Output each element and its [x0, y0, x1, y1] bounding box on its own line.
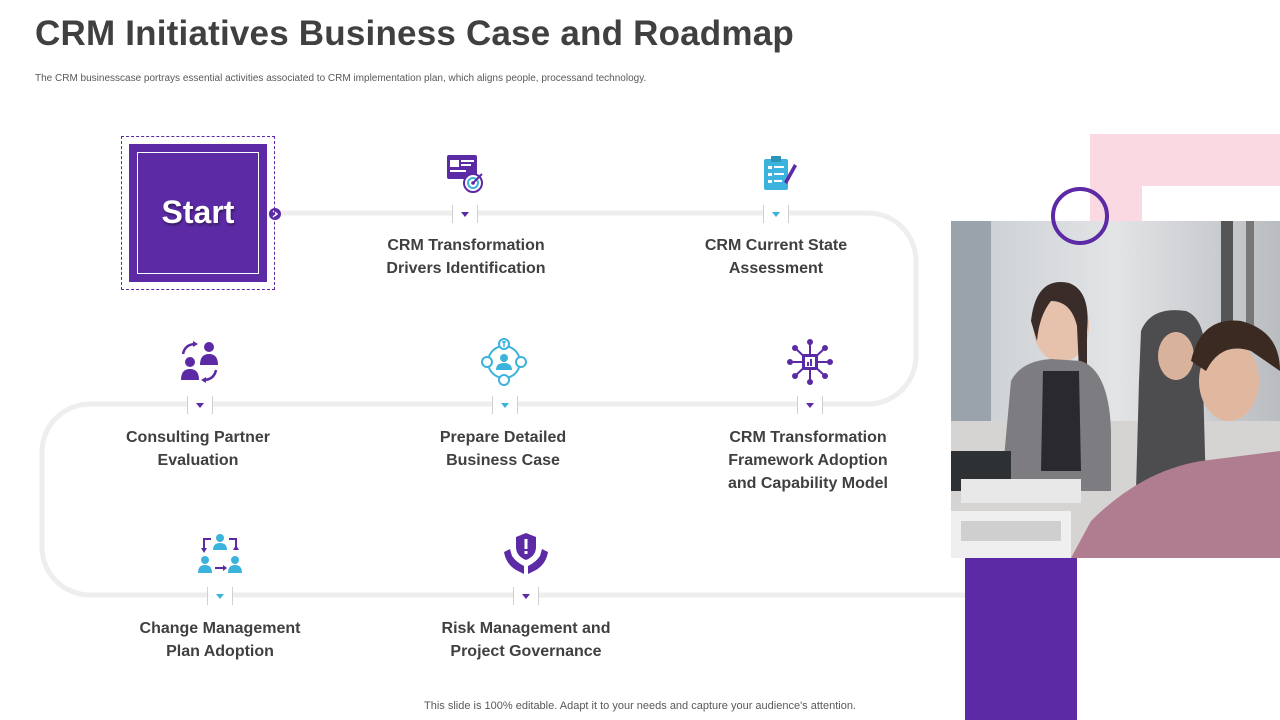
step-marker-change-management [207, 587, 233, 605]
footer-note: This slide is 100% editable. Adapt it to… [424, 700, 856, 712]
step-label-framework: CRM Transformation Framework Adoption an… [727, 429, 888, 492]
step-label-consulting: Consulting Partner Evaluation [125, 429, 270, 469]
shield-hands-icon [504, 533, 548, 574]
step-label-risk-management: Risk Management and Project Governance [441, 620, 611, 660]
checklist-clipboard-icon [764, 156, 797, 190]
track-start-dot [269, 208, 281, 220]
step-marker-drivers [452, 205, 478, 223]
presentation-target-icon [447, 155, 483, 193]
start-inner-border [137, 152, 259, 274]
step-marker-consulting [187, 396, 213, 414]
business-cycle-icon [481, 338, 527, 386]
step-marker-current-state [763, 205, 789, 223]
step-label-drivers: CRM Transformation Drivers Identificatio… [386, 237, 546, 277]
step-label-change-management: Change Management Plan Adoption [139, 620, 301, 660]
user-exchange-icon [181, 341, 218, 383]
step-marker-business-case [492, 396, 518, 414]
purple-accent-block [965, 540, 1077, 720]
page-subtitle: The CRM businesscase portrays essential … [35, 73, 647, 84]
office-photo [951, 221, 1280, 558]
start-block [129, 144, 267, 282]
step-label-current-state: CRM Current State Assessment [704, 237, 848, 277]
step-marker-framework [797, 396, 823, 414]
network-hub-icon [787, 339, 833, 385]
page-title: CRM Initiatives Business Case and Roadma… [35, 14, 794, 53]
start-label: Start [161, 194, 235, 230]
step-marker-risk-management [513, 587, 539, 605]
step-label-business-case: Prepare Detailed Business Case [439, 429, 567, 469]
start-frame [121, 136, 275, 290]
team-flow-icon [198, 534, 242, 573]
ring-decoration [1051, 187, 1109, 245]
